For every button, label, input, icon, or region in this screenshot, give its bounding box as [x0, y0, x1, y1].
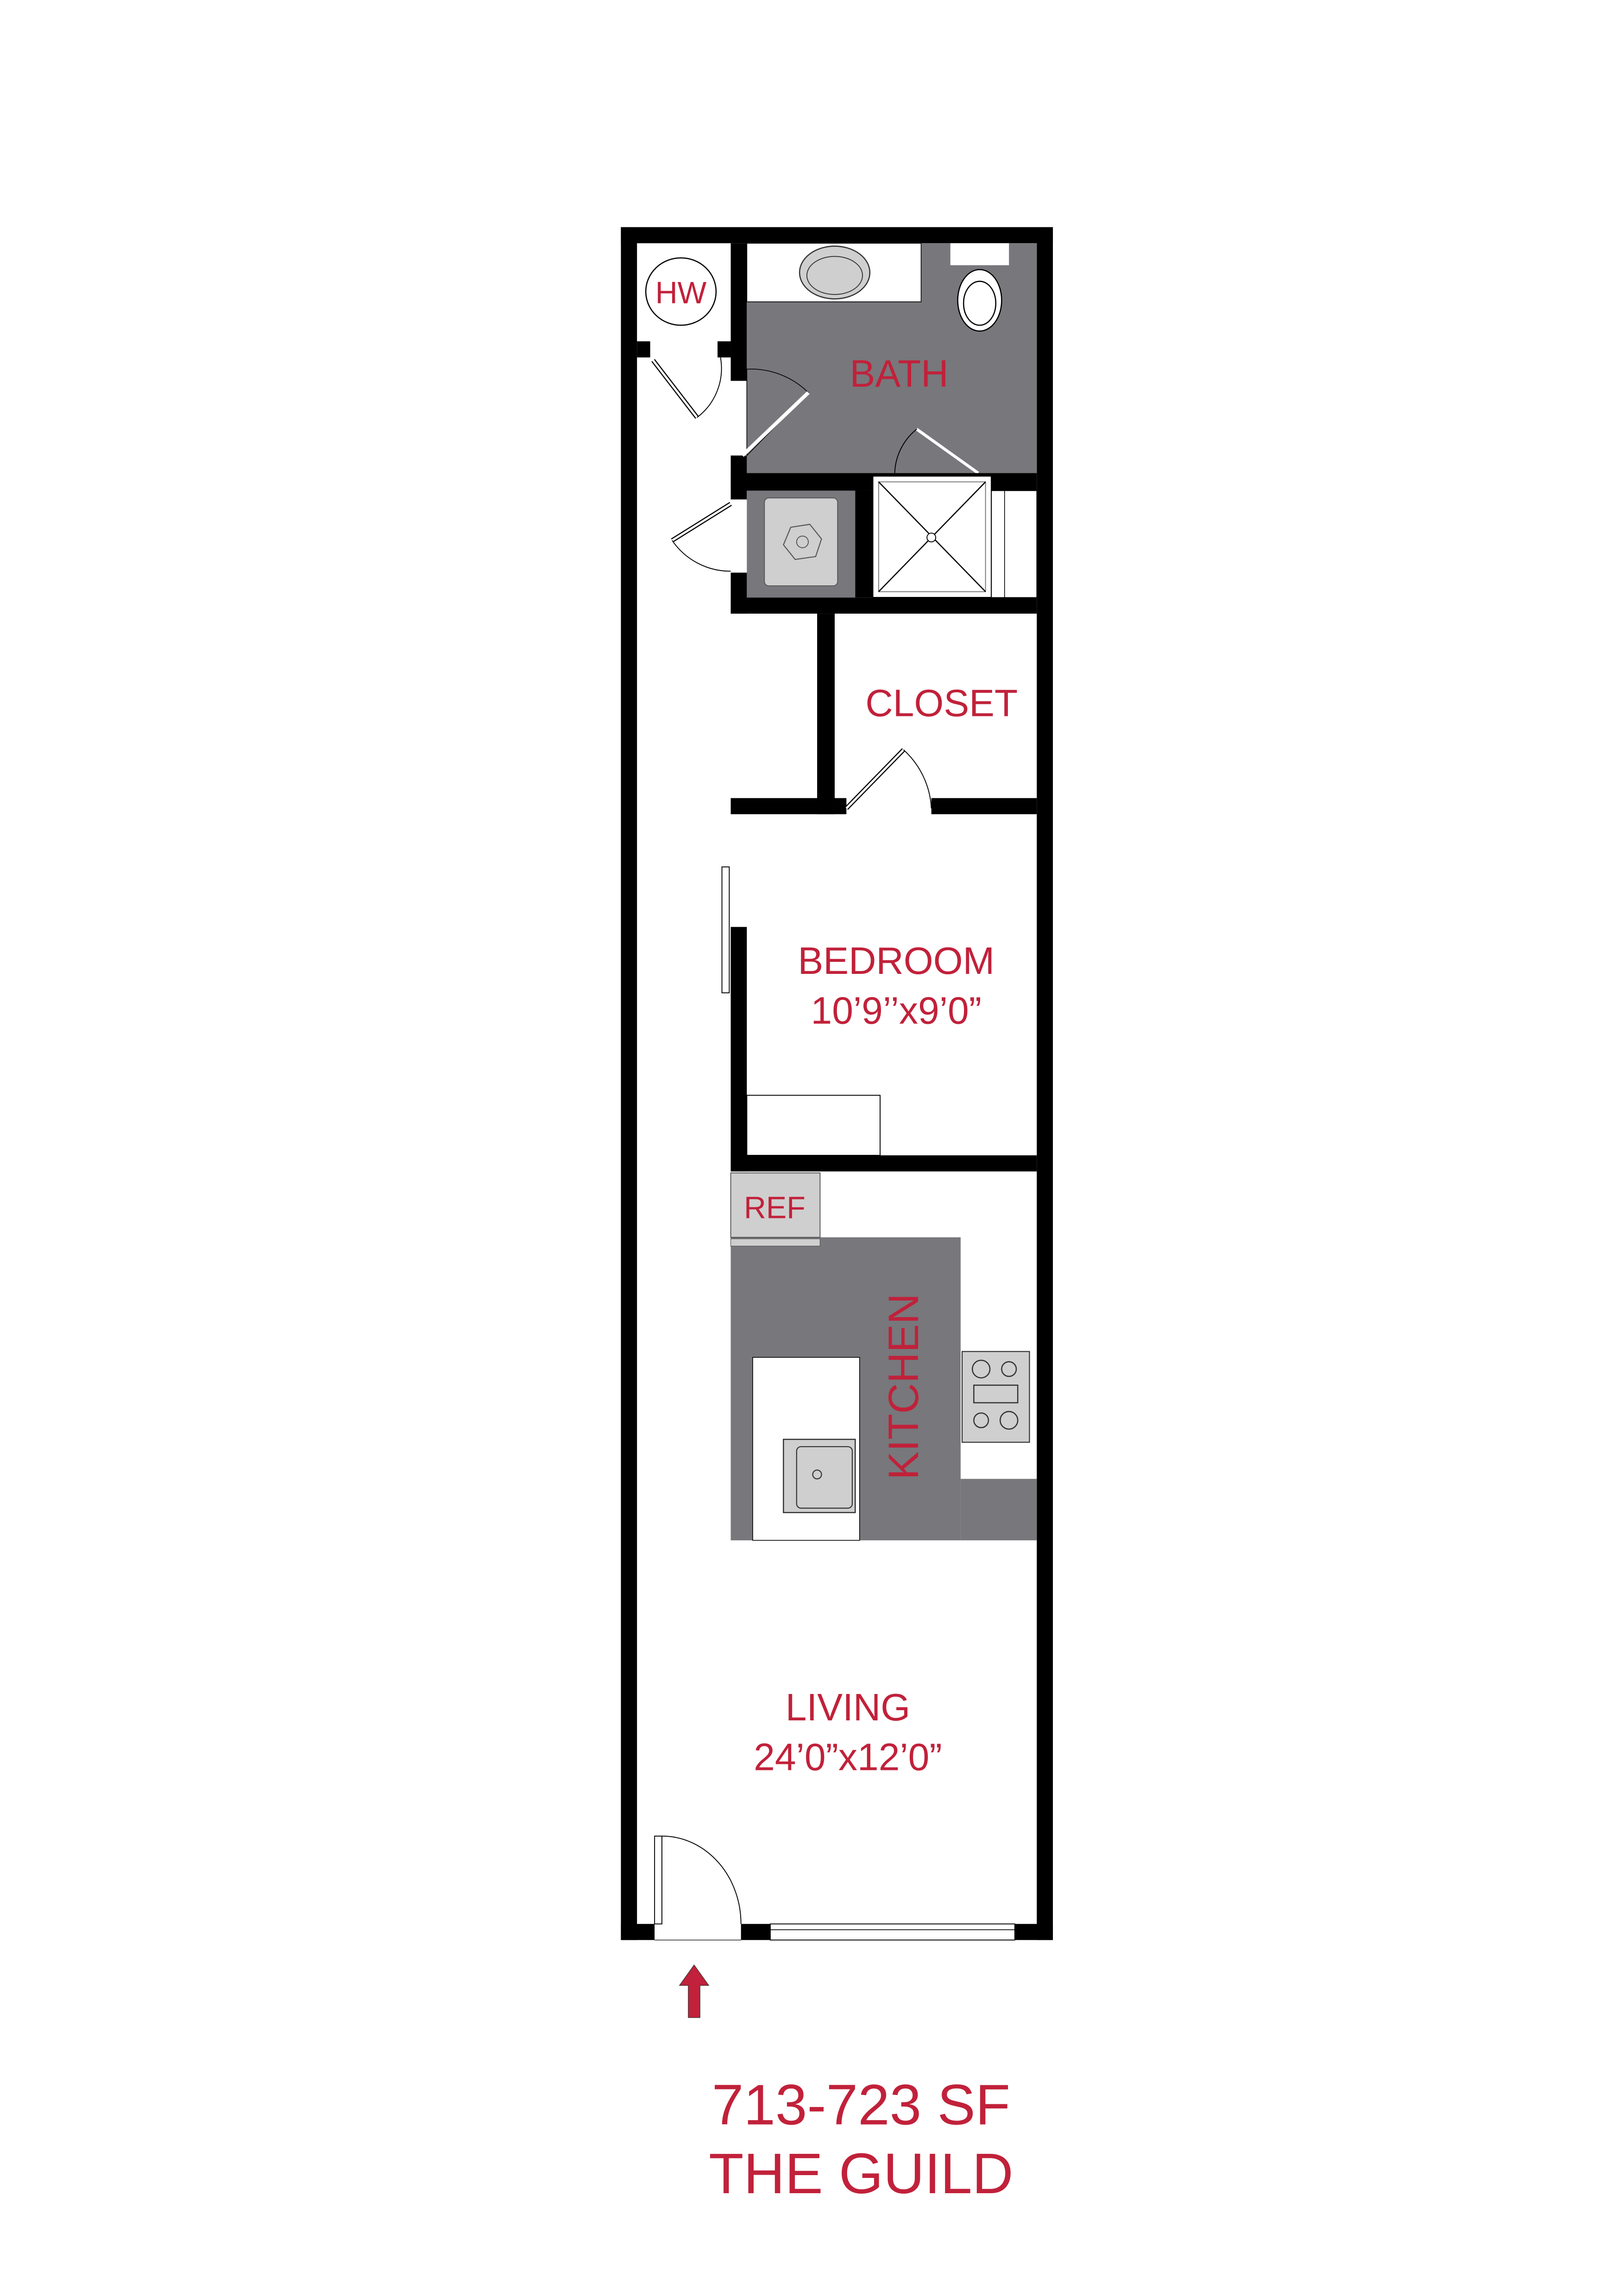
range-stove-icon — [961, 1351, 1030, 1443]
bedroom-size: 10’9’’x9’0” — [811, 990, 982, 1032]
bedroom-wardrobe — [746, 1095, 881, 1156]
water-heater-closet: HW — [637, 243, 747, 419]
ref-label: REF — [744, 1191, 806, 1225]
entry-door[interactable] — [654, 1835, 662, 1925]
water-heater-icon — [645, 257, 717, 326]
laundry-door[interactable] — [671, 502, 731, 542]
refrigerator — [730, 1172, 821, 1238]
kitchen-label: KITCHEN — [880, 1293, 927, 1480]
laundry-shower-block — [671, 473, 1038, 614]
hw-door[interactable] — [697, 357, 722, 418]
bedroom: BEDROOM 10’9’’x9’0” — [721, 866, 1037, 1172]
property-name: THE GUILD — [709, 2142, 1013, 2206]
window — [769, 1923, 1015, 1941]
entry-arrow-icon — [679, 1964, 710, 2018]
area-label: 713-723 SF — [712, 2073, 1010, 2137]
shower-door[interactable] — [916, 428, 979, 475]
closet: CLOSET — [730, 614, 1037, 815]
bedroom-sliding-door[interactable] — [721, 866, 730, 993]
living: LIVING 24’0”x12’0” — [654, 1687, 1015, 1941]
sink-icon — [799, 245, 871, 300]
toilet-icon — [957, 269, 1002, 332]
closet-label: CLOSET — [865, 682, 1018, 724]
kitchen-sink-icon — [783, 1438, 856, 1513]
living-size: 24’0”x12’0” — [754, 1737, 942, 1779]
bedroom-label: BEDROOM — [798, 940, 995, 982]
bath-label: BATH — [850, 353, 949, 395]
toilet-tank-icon — [950, 243, 1009, 265]
closet-door[interactable] — [845, 749, 905, 809]
outer-walls — [621, 227, 1053, 1940]
kitchen: REF KITCHEN — [730, 1172, 1037, 1541]
living-label: LIVING — [786, 1687, 910, 1729]
washer-dryer-icon — [764, 497, 838, 586]
hw-label: HW — [655, 276, 707, 310]
bath-door[interactable] — [741, 391, 810, 457]
bath: BATH — [730, 243, 1037, 500]
